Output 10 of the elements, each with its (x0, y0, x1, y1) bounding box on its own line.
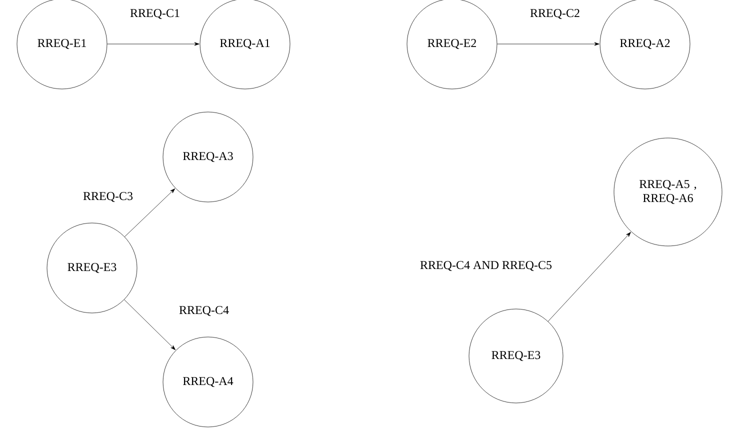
edge-label: RREQ-C2 (529, 8, 581, 20)
edge-label: RREQ-C1 (129, 8, 181, 20)
arrow (548, 232, 631, 322)
arrow (124, 299, 176, 350)
edge-label: RREQ-C4 (178, 305, 230, 317)
arrow (497, 42, 600, 46)
arrow (107, 42, 200, 46)
edge-label: RREQ-C3 (82, 191, 134, 203)
arrow (124, 188, 176, 237)
edge-label: RREQ-C4 AND RREQ-C5 (419, 260, 553, 272)
